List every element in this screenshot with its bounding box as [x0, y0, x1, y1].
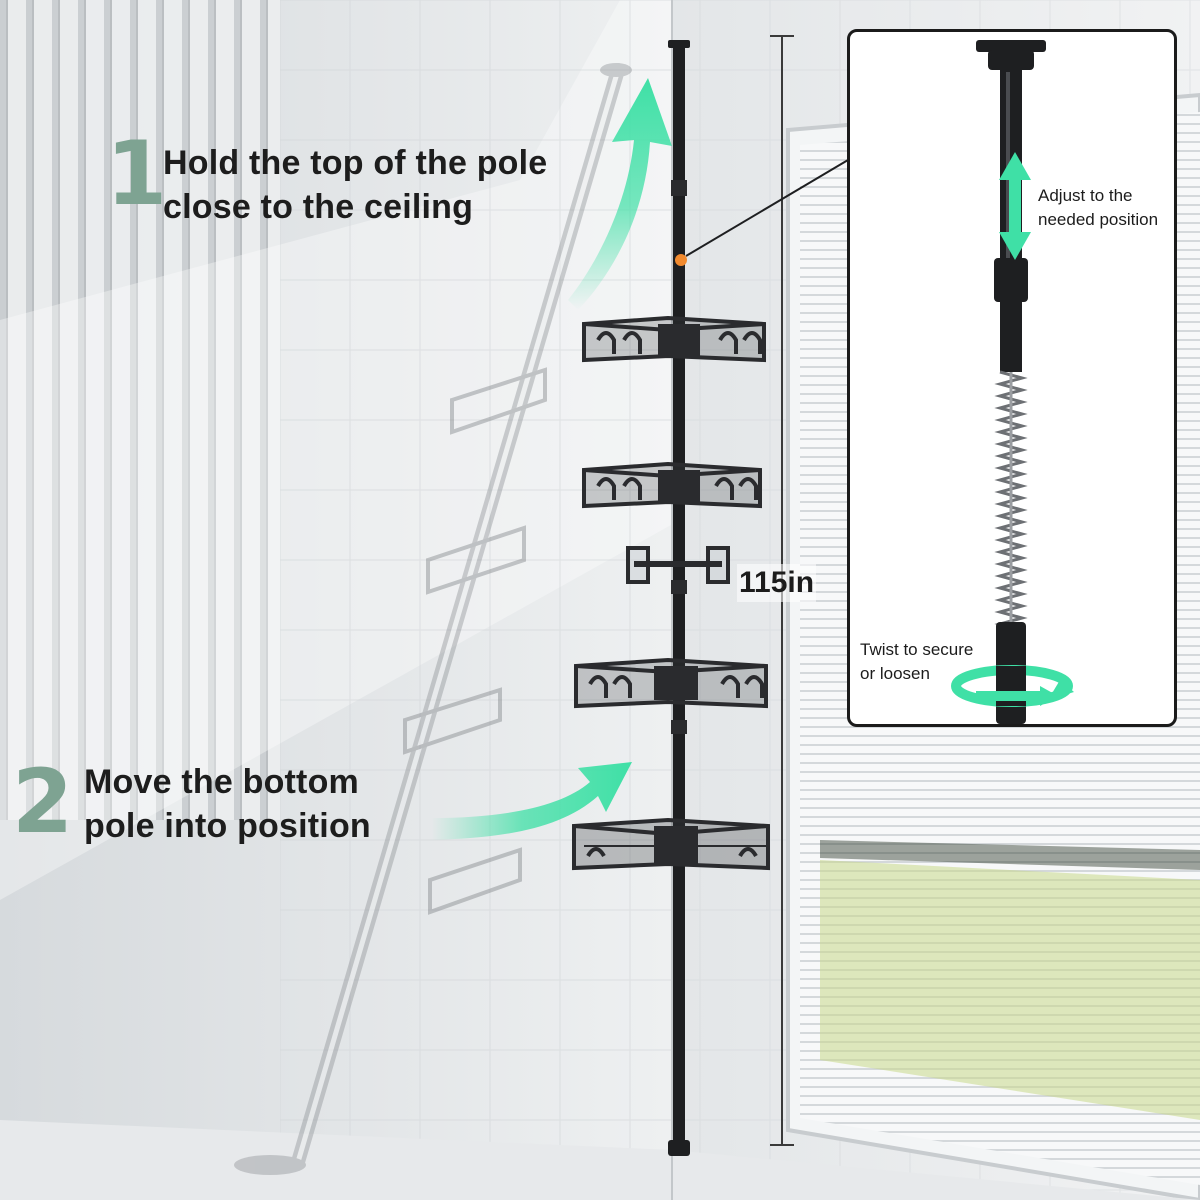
step-1-line-2: close to the ceiling [163, 188, 474, 226]
pole-detail-inset: Adjust to the needed position Twist to s… [847, 29, 1177, 727]
hook-bar [626, 546, 730, 584]
twist-caption-line-1: Twist to secure [860, 640, 974, 659]
twist-caption: Twist to secure or loosen [860, 638, 973, 686]
step-2-number: 2 [12, 750, 74, 853]
adjust-caption: Adjust to the needed position [1038, 184, 1158, 232]
twist-arrow-icon [951, 665, 1074, 707]
step-1-number: 1 [106, 122, 168, 225]
basket-3 [574, 657, 768, 709]
step-2-instruction: Move the bottom pole into position [84, 760, 371, 848]
step-1-instruction: Hold the top of the pole close to the ce… [163, 141, 547, 229]
slat-panel [0, 0, 280, 820]
pole-detail-drawing [951, 40, 1074, 724]
twist-caption-line-2: or loosen [860, 664, 930, 683]
window-greenery [820, 860, 1200, 1120]
basket-1 [582, 315, 766, 363]
ghost-pole [234, 63, 632, 1175]
step-2-line-2: pole into position [84, 807, 371, 845]
adjust-caption-line-1: Adjust to the [1038, 186, 1133, 205]
basket-4 [572, 817, 770, 871]
height-dimension-label: 115in [737, 564, 817, 602]
floor [0, 1120, 1200, 1200]
step-1-line-1: Hold the top of the pole [163, 144, 548, 182]
arrow-up-1 [568, 78, 672, 310]
adjust-arrow-icon [999, 152, 1031, 260]
marker-dot [675, 254, 687, 266]
adjust-caption-line-2: needed position [1038, 210, 1159, 229]
arrow-right-2 [432, 762, 632, 840]
step-2-line-1: Move the bottom [84, 763, 359, 801]
shower-caddy-pole [668, 40, 690, 1156]
basket-2 [582, 461, 762, 509]
